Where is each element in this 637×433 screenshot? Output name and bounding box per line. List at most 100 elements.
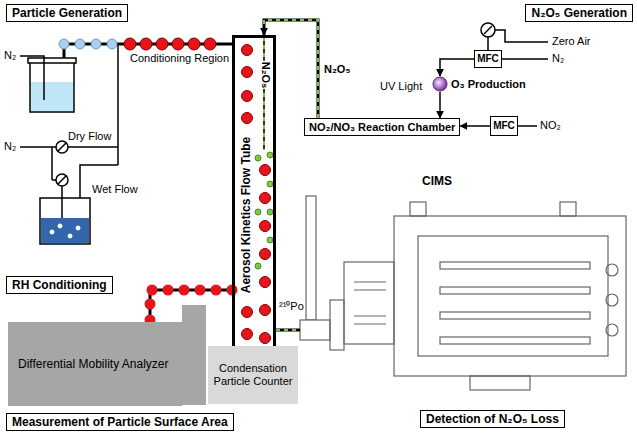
water (31, 82, 73, 111)
ozone-lamp: O₃ Production (432, 76, 526, 92)
bubble (58, 224, 62, 228)
section-heading: Measurement of Particle Surface Area (6, 413, 234, 431)
aerosol-particle (204, 38, 216, 50)
ion-source (344, 262, 394, 344)
node-label: Condensation Particle Counter (212, 362, 294, 388)
n2o5-molecule (267, 152, 273, 158)
gas-name: Zero Air (552, 35, 591, 48)
detector-ring (606, 324, 618, 336)
instrument-box: Condensation Particle Counter (208, 346, 298, 404)
aerosol-particle (260, 333, 271, 344)
node-label: MFC (477, 53, 499, 65)
bottle-lid (28, 58, 76, 63)
connector (440, 92, 441, 118)
aerosol-particle (188, 38, 200, 50)
node-label: O₃ Production (451, 76, 526, 92)
connector (460, 126, 490, 127)
aerosol-particle (242, 329, 253, 340)
instrument-box: Differential Mobility Analyzer (8, 322, 182, 406)
seed-particle (91, 39, 101, 49)
detector-ring (606, 264, 618, 276)
connector-line (440, 59, 474, 76)
gauge-port (560, 202, 576, 216)
n2o5-flow (276, 329, 300, 331)
quadrupole-rod (440, 337, 590, 344)
connector-label: N₂O₅ (322, 63, 352, 76)
connector (440, 59, 474, 76)
bubble (50, 230, 54, 234)
inner-chamber (418, 236, 608, 356)
seed-particle (75, 39, 85, 49)
n2o5-molecule (267, 209, 273, 215)
bubbler (20, 44, 232, 112)
gas-name: N₂ (4, 140, 16, 153)
mass-flow-controller: MFC (474, 50, 502, 68)
mass-flow-controller: MFC (490, 116, 518, 136)
aerosol-particle (260, 221, 271, 232)
flange (330, 300, 344, 350)
connector-line (460, 125, 490, 127)
aerosol-particle (172, 38, 184, 50)
cims-instrument: CIMS (300, 172, 635, 405)
injector-line (263, 37, 265, 150)
source-plates (354, 282, 386, 324)
connector (276, 330, 300, 331)
pressure-gauge (481, 23, 495, 37)
seed-particle (107, 39, 117, 49)
humidifier (20, 44, 118, 244)
node-label: MFC (493, 120, 515, 132)
vacuum-body (394, 216, 626, 376)
flow-label: Wet Flow (92, 183, 138, 196)
reaction-chamber: NO₂/NO₃ Reaction Chamber (304, 118, 460, 136)
aerosol-particle (260, 249, 271, 260)
aerosol-particle (242, 113, 253, 124)
section-heading: Detection of N₂O₅ Loss (420, 410, 565, 428)
aerosol-particle (156, 38, 168, 50)
quadrupole-rod (440, 287, 590, 294)
connector-line (150, 290, 232, 322)
gas-line (20, 44, 118, 232)
uv-lamp (433, 77, 447, 91)
lamp-label: UV Light (380, 80, 422, 93)
gas-line (20, 56, 44, 100)
gauge-port (410, 202, 426, 216)
section-heading: RH Conditioning (6, 276, 113, 294)
pump-port (470, 376, 530, 390)
gas-name: N₂ (552, 52, 564, 65)
bubble (76, 226, 80, 230)
node-label: NO₂/NO₃ Reaction Chamber (309, 120, 455, 134)
n2o5-source (481, 23, 548, 126)
ozone-lamp-icon (432, 76, 448, 92)
n2o5-molecule (267, 237, 273, 243)
heading: N₂O₅ Generation (525, 4, 633, 22)
flow-label: Dry Flow (68, 130, 111, 143)
quadrupole-rod (440, 262, 590, 269)
n2o5-molecule (255, 155, 261, 161)
aerosol-particle (124, 38, 136, 50)
aerosol-particle (260, 165, 271, 176)
injector-flow (263, 37, 265, 150)
water (41, 218, 89, 243)
connector-line (439, 92, 441, 118)
region-label: Conditioning Region (130, 52, 229, 65)
n2o5-molecule (267, 181, 273, 187)
cims-drawing (300, 196, 626, 390)
inlet-pipe (306, 196, 316, 320)
aerosol-particle (260, 305, 271, 316)
aerosol-particle (140, 38, 152, 50)
node-label: Differential Mobility Analyzer (18, 357, 169, 372)
detector-ring (606, 294, 618, 306)
section-heading: Particle Generation (6, 4, 128, 22)
bottle (40, 198, 90, 244)
injector (264, 37, 265, 150)
gauge-needle (484, 26, 492, 34)
aerosol-particle (242, 91, 253, 102)
gas-name: N₂ (4, 49, 16, 62)
aerosol-particle (242, 67, 253, 78)
connector (150, 290, 232, 322)
n2o5-molecule (255, 263, 261, 269)
heading: CIMS (422, 174, 452, 188)
valve-arrow (58, 143, 66, 184)
dma-column (182, 305, 206, 405)
aerosol-particle (260, 277, 271, 288)
